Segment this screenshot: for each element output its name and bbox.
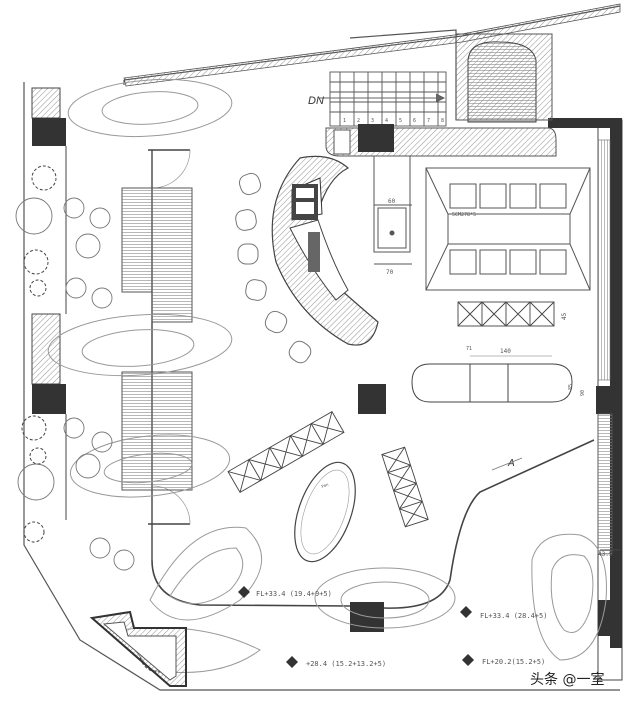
wall-dimension: 43.5 xyxy=(598,551,613,558)
stair-number: 2 xyxy=(357,118,360,124)
top-ramp xyxy=(455,33,553,123)
ramps-left xyxy=(121,187,193,491)
bottom-planter xyxy=(89,610,187,687)
stair-number: 1 xyxy=(343,118,346,124)
curved-counter xyxy=(271,155,379,346)
floor-level-label: +28.4 (15.2+13.2+5) xyxy=(306,660,386,668)
counter-depth-dimension: 90 xyxy=(580,390,586,396)
stair-number: 5 xyxy=(399,118,402,124)
stair-pillar xyxy=(358,124,394,152)
center-column xyxy=(358,384,386,414)
floor-level-label: FL+20.2(15.2+5) xyxy=(482,658,545,666)
stair-number: 3 xyxy=(371,118,374,124)
meeting-table xyxy=(425,167,591,291)
section-line xyxy=(491,457,523,471)
stair-number: 7 xyxy=(427,118,430,124)
left-columns xyxy=(31,87,67,520)
stair-number: 8 xyxy=(441,118,444,124)
stair-number: 4 xyxy=(385,118,388,124)
floor-level-label: FL+33.4 (28.4+5) xyxy=(480,612,547,620)
sink-depth-dimension: 70 xyxy=(386,269,394,276)
section-marker: A xyxy=(507,458,515,469)
counter-width-dimension: 140 xyxy=(500,348,511,355)
surfboard-table xyxy=(294,461,356,563)
shelf-depth-dimension: 45 xyxy=(561,312,568,320)
stair-numbers: 1 2 3 4 5 6 7 8 xyxy=(343,118,444,124)
table-label: 5CM278*5 xyxy=(452,212,476,218)
stair-number: 6 xyxy=(413,118,416,124)
sink-width-dimension: 60 xyxy=(388,198,396,205)
counter-offset-dimension: 71 xyxy=(466,346,472,352)
exterior-furniture xyxy=(15,197,135,571)
right-wall xyxy=(548,118,623,681)
sink-unit xyxy=(373,155,412,265)
stairs xyxy=(320,71,447,127)
reception-counter xyxy=(411,355,573,403)
counter-depth-dimension: 85 xyxy=(568,384,574,390)
level-markers xyxy=(238,586,474,668)
floor-level-label: FL+33.4 (19.4+9+5) xyxy=(256,590,332,598)
shelf-units xyxy=(227,301,555,528)
watermark: 头条 @一室 xyxy=(530,671,604,688)
stair-direction-label: DN xyxy=(308,95,324,107)
surfboard-label: Pen xyxy=(321,482,330,489)
bar-stools xyxy=(235,172,312,364)
stair-post xyxy=(333,129,351,155)
plants xyxy=(21,165,177,673)
